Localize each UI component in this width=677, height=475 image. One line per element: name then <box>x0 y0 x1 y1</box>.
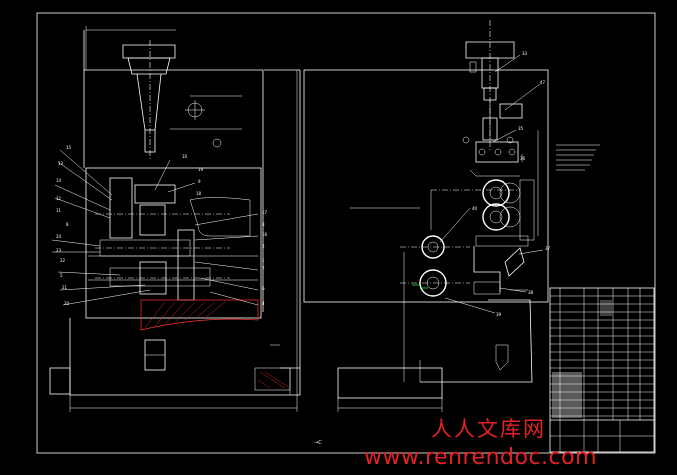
balloon-label: 33 <box>522 51 528 56</box>
balloon-label: 20 <box>64 301 70 306</box>
parts-list-rows <box>550 295 654 417</box>
drawing-frame <box>36 12 656 454</box>
balloon-label: 6 <box>262 286 265 291</box>
balloon-label: 21 <box>62 285 68 290</box>
watermark-chinese: 人人文库网 <box>431 417 546 441</box>
gearbox-housing <box>85 167 262 319</box>
base-hatching <box>140 299 259 331</box>
right-view <box>303 20 600 412</box>
part-number-balloons: 1514131211242322212058109191817167643213… <box>56 51 551 317</box>
balloon-label: 39 <box>496 312 502 317</box>
parts-list-table <box>549 287 655 453</box>
balloon-label: 2 <box>262 244 265 249</box>
balloon-label: 10 <box>182 154 188 159</box>
balloon-label: 5 <box>60 273 63 278</box>
hopper-top <box>122 44 176 59</box>
balloon-label: 1 <box>262 258 265 263</box>
balloon-label: 12 <box>56 196 62 201</box>
balloon-label: 24 <box>56 234 62 239</box>
balloon-label: 8 <box>66 222 69 227</box>
balloon-label: 13 <box>58 161 64 166</box>
balloon-label: 38 <box>528 290 534 295</box>
balloon-label: 15 <box>66 145 72 150</box>
balloon-label: 36 <box>520 156 526 161</box>
balloon-label: 4 <box>262 301 265 306</box>
technical-notes <box>556 144 600 171</box>
balloon-label: 23 <box>56 248 62 253</box>
balloon-label: 40 <box>472 206 478 211</box>
balloon-label: 35 <box>518 126 524 131</box>
balloon-label: 37 <box>545 246 551 251</box>
balloon-label: 3 <box>262 222 265 227</box>
balloon-label: 14 <box>56 178 62 183</box>
balloon-label: 47 <box>540 80 546 85</box>
roller-middle <box>482 203 510 231</box>
balloon-label: 7 <box>262 266 265 271</box>
balloon-label: 16 <box>262 232 268 237</box>
balloon-label: 18 <box>196 191 202 196</box>
scale-note: →C <box>314 440 322 446</box>
balloon-label: 22 <box>60 258 66 263</box>
balloon-label: 11 <box>56 208 62 213</box>
left-view <box>49 26 301 412</box>
roller-upper <box>482 179 510 207</box>
watermark-url[interactable]: www.renrendoc.com <box>364 445 598 470</box>
balloon-label: 17 <box>262 210 268 215</box>
balloon-label: 19 <box>198 167 204 172</box>
discharge-chute <box>504 247 525 277</box>
balloon-label: 9 <box>198 179 201 184</box>
